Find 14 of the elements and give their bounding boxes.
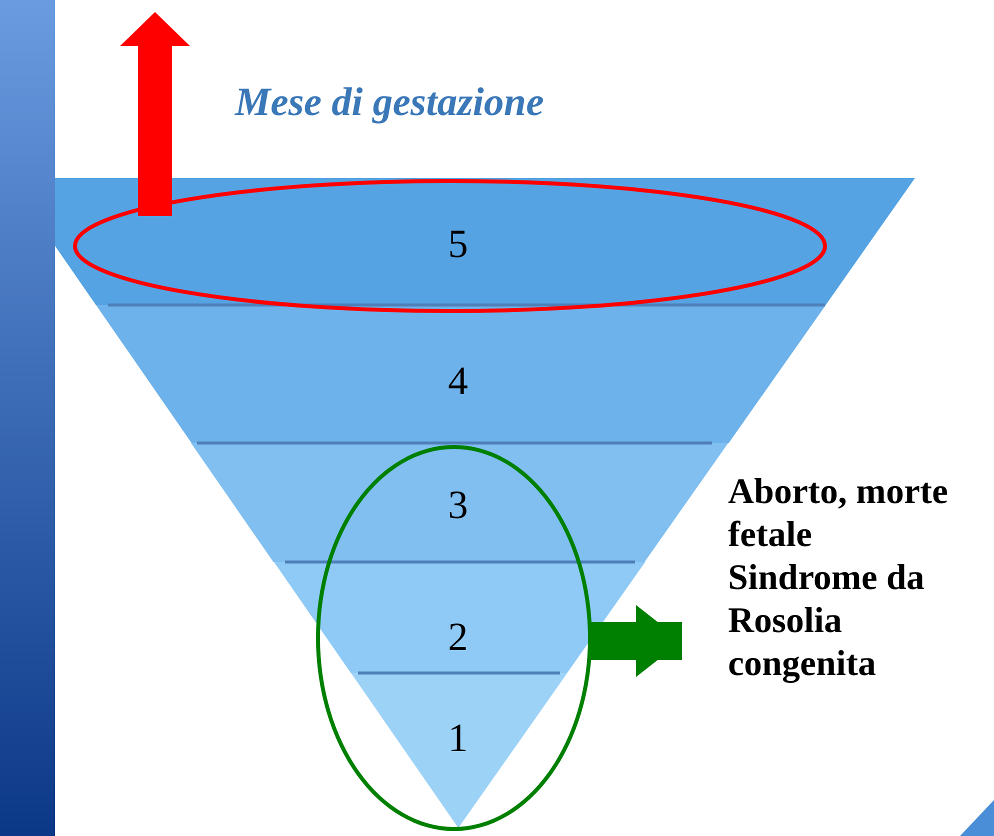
arrow bbox=[591, 605, 682, 677]
outcome-text: Aborto, morte fetale bbox=[728, 470, 949, 556]
month-number: 2 bbox=[448, 615, 468, 660]
funnel-band bbox=[191, 443, 729, 562]
month-number: 4 bbox=[448, 358, 468, 403]
funnel-band bbox=[96, 305, 826, 443]
outcome-text: Sindrome da Rosolia congenita bbox=[728, 556, 926, 685]
funnel-band bbox=[274, 562, 646, 673]
highlight-ellipse bbox=[316, 445, 592, 831]
month-number: 5 bbox=[448, 222, 468, 266]
month-number: 1 bbox=[448, 716, 468, 760]
month-number: 3 bbox=[448, 482, 468, 527]
title: Mese di gestazione bbox=[235, 78, 544, 126]
funnel-band bbox=[55, 178, 915, 305]
